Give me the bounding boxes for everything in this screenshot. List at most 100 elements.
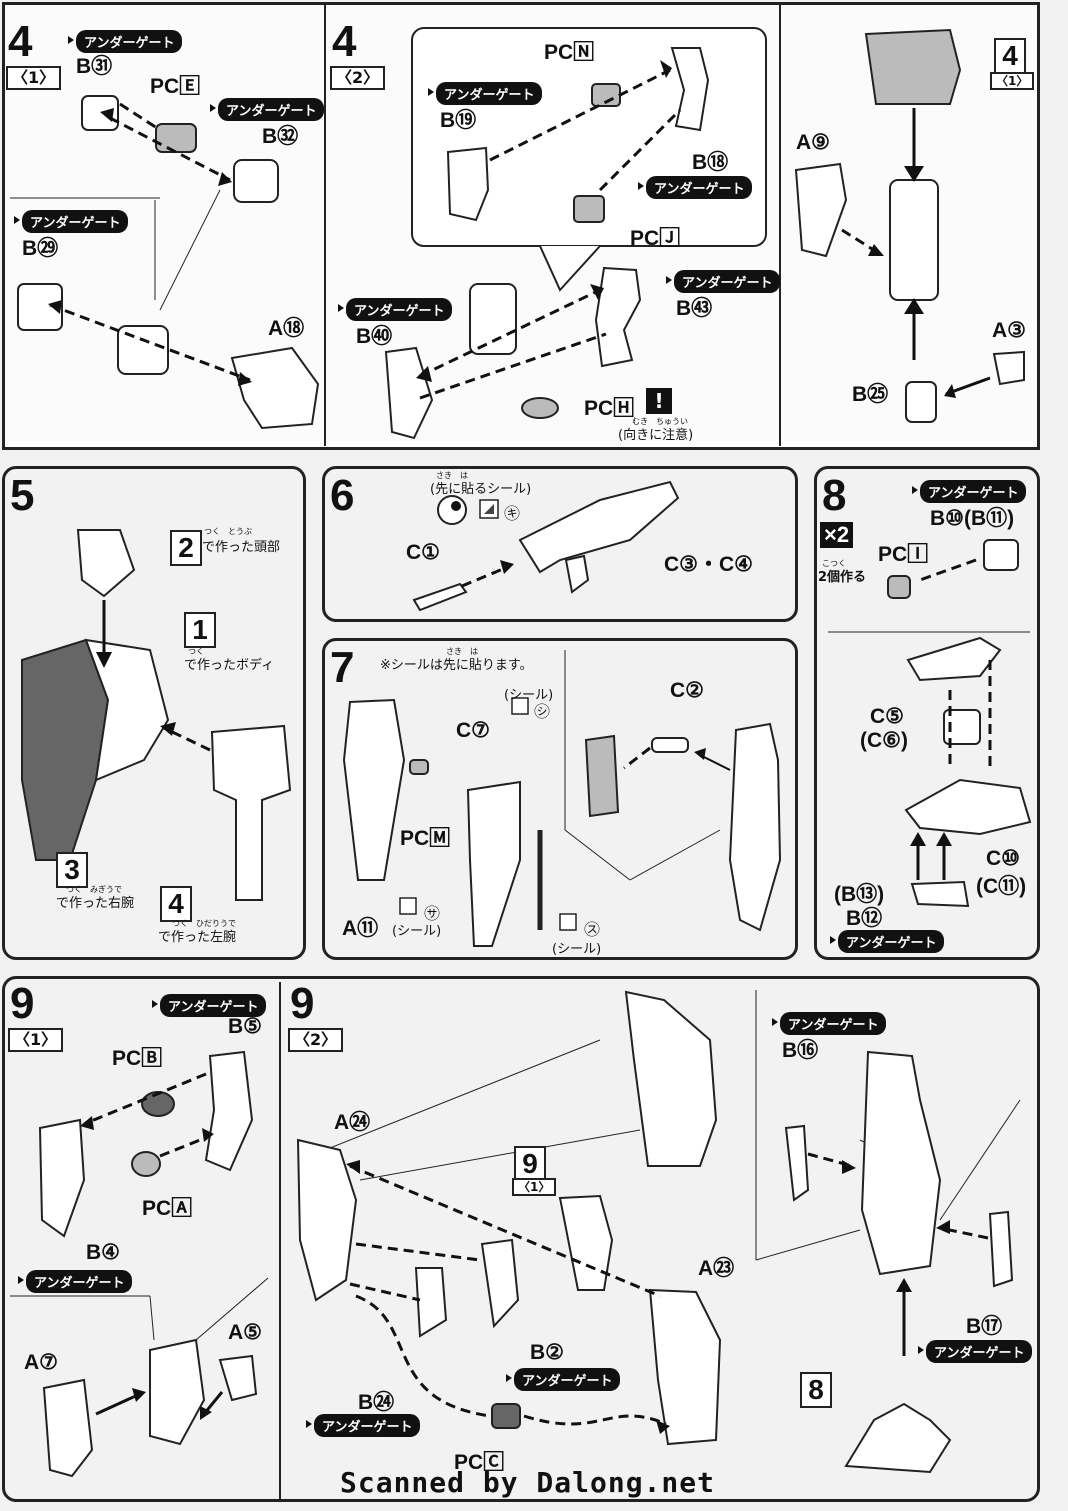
step4-sub2: 〈2〉 bbox=[330, 66, 386, 90]
ref-text: で作った右腕 bbox=[56, 896, 135, 911]
part-label: B⑯ bbox=[782, 1039, 819, 1062]
part-label: A㉓ bbox=[698, 1257, 735, 1280]
part-label: B㉛ bbox=[76, 55, 113, 78]
under-gate-badge: アンダーゲート bbox=[151, 994, 267, 1017]
part-label: A⑤ bbox=[228, 1321, 262, 1344]
sticker-ruby: さき は bbox=[436, 471, 468, 480]
part-label: (C⑥) bbox=[860, 729, 908, 752]
seal-code: ㋛ bbox=[534, 702, 551, 721]
part-label: PC🄷 bbox=[584, 397, 635, 420]
under-gate-badge: アンダーゲート bbox=[427, 82, 543, 105]
ref-sub: 〈1〉 bbox=[512, 1178, 557, 1196]
part-label: C⑤ bbox=[870, 705, 904, 728]
ref-text: で作ったボディ bbox=[184, 658, 275, 673]
ref-box: 8 bbox=[800, 1372, 832, 1408]
part-label: PC🄹 bbox=[630, 227, 681, 250]
part-label: PC🄸 bbox=[878, 543, 929, 566]
part-label: A⑨ bbox=[796, 131, 830, 154]
part-label: PC🄴 bbox=[150, 75, 201, 98]
part-label: C① bbox=[406, 541, 440, 564]
step8-number: 8 bbox=[822, 471, 847, 520]
part-label: B㊸ bbox=[676, 297, 713, 320]
seal-label: (シール) bbox=[552, 942, 602, 957]
part-label: PC🄱 bbox=[112, 1047, 163, 1070]
part-label: B⑲ bbox=[440, 109, 477, 132]
part-label: C⑦ bbox=[456, 719, 490, 742]
part-label: PC🄰 bbox=[142, 1197, 193, 1220]
step8-panel bbox=[814, 466, 1040, 960]
ref-ruby: つく とうぶ bbox=[204, 527, 252, 536]
under-gate-badge: アンダーゲート bbox=[337, 298, 453, 321]
ref-ruby: つく ひだりうで bbox=[172, 919, 236, 928]
part-label: B⑫ bbox=[846, 907, 883, 930]
ref-box: 3 bbox=[56, 852, 88, 888]
scan-credit: Scanned by Dalong.net bbox=[340, 1466, 716, 1499]
ref-box: 2 bbox=[170, 530, 202, 566]
part-label: C③・C④ bbox=[664, 553, 753, 576]
step7-panel bbox=[322, 638, 798, 960]
under-gate-badge: アンダーゲート bbox=[17, 1270, 133, 1293]
step4-number: 4 bbox=[8, 17, 33, 66]
seal-label: (シール) bbox=[504, 688, 554, 703]
part-label: B㉙ bbox=[22, 237, 59, 260]
step6-panel bbox=[322, 466, 798, 622]
part-label: C⑩ bbox=[986, 847, 1020, 870]
under-gate-badge: アンダーゲート bbox=[771, 1012, 887, 1035]
step9-number: 9 bbox=[290, 979, 315, 1028]
step5-panel bbox=[2, 466, 306, 960]
under-gate-badge: アンダーゲート bbox=[13, 210, 129, 233]
under-gate-badge: アンダーゲート bbox=[665, 270, 781, 293]
make2-text: 2個作る bbox=[818, 570, 867, 585]
part-label: A⑱ bbox=[268, 317, 305, 340]
part-label: A③ bbox=[992, 319, 1026, 342]
part-label: B㊵ bbox=[356, 325, 393, 348]
make2-ruby: こつく bbox=[822, 559, 846, 568]
part-label: A⑦ bbox=[24, 1351, 58, 1374]
part-label: A㉔ bbox=[334, 1111, 371, 1134]
part-label: B⑰ bbox=[966, 1315, 1003, 1338]
ref-box: 4 bbox=[160, 886, 192, 922]
part-label: B④ bbox=[86, 1241, 120, 1264]
step4-number: 4 bbox=[332, 17, 357, 66]
under-gate-badge: アンダーゲート bbox=[505, 1368, 621, 1391]
step9-sub1: 〈1〉 bbox=[8, 1028, 64, 1052]
part-label: B② bbox=[530, 1341, 564, 1364]
ref-step-sub: 〈1〉 bbox=[990, 72, 1035, 90]
part-label: PC🄼 bbox=[400, 827, 451, 850]
caution-icon: ! bbox=[646, 388, 672, 414]
seal-note: ※シールは先に貼ります。 bbox=[380, 658, 533, 673]
seal-label: (シール) bbox=[392, 924, 442, 939]
under-gate-badge: アンダーゲート bbox=[209, 98, 325, 121]
ref-box: 1 bbox=[184, 612, 216, 648]
step4-sub1: 〈1〉 bbox=[6, 66, 62, 90]
under-gate-badge: アンダーゲート bbox=[917, 1340, 1033, 1363]
part-label: B㉔ bbox=[358, 1391, 395, 1414]
times-two-badge: ×2 bbox=[820, 522, 854, 548]
sticker-note: (先に貼るシール) bbox=[430, 482, 532, 497]
ref-step-box: 4 bbox=[994, 38, 1026, 74]
part-label: (C⑪) bbox=[976, 875, 1027, 898]
step7-number: 7 bbox=[330, 643, 355, 692]
ref-text: で作った左腕 bbox=[158, 930, 237, 945]
part-label: C② bbox=[670, 679, 704, 702]
part-label: B⑱ bbox=[692, 151, 729, 174]
part-label: PC🄽 bbox=[544, 41, 595, 64]
part-label: B㉕ bbox=[852, 383, 889, 406]
step9-sub2: 〈2〉 bbox=[288, 1028, 344, 1052]
part-label: (B⑬) bbox=[834, 883, 885, 906]
part-label: A⑪ bbox=[342, 917, 379, 940]
sticker-code: ㋖ bbox=[504, 504, 521, 523]
note-ruby: さき は bbox=[446, 647, 478, 656]
part-label: PC🄲 bbox=[454, 1451, 505, 1474]
part-label: B⑩(B⑪) bbox=[930, 507, 1015, 530]
step9-panel bbox=[2, 976, 1040, 1502]
caution-ruby: むき ちゅうい bbox=[632, 417, 688, 426]
under-gate-badge: アンダーゲート bbox=[829, 930, 945, 953]
seal-code: ㋚ bbox=[424, 904, 441, 923]
ref-box: 9 bbox=[514, 1146, 546, 1182]
part-label: B㉜ bbox=[262, 125, 299, 148]
under-gate-badge: アンダーゲート bbox=[637, 176, 753, 199]
ref-ruby: つく みぎうで bbox=[66, 885, 122, 894]
ref-ruby: つく bbox=[188, 647, 204, 656]
step5-number: 5 bbox=[10, 471, 35, 520]
